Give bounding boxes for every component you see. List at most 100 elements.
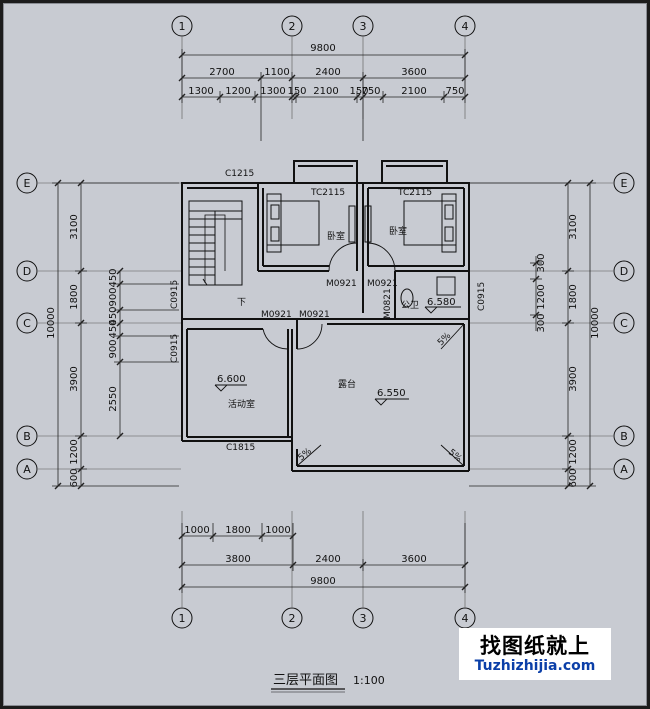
label-c0915-left-bottom: C0915: [170, 334, 180, 363]
dim-top-1300b: 1300: [260, 86, 285, 97]
dim-left-450c: 450: [108, 319, 119, 338]
title-name: 三层平面图: [273, 673, 338, 688]
label-slope-3: 5%: [436, 331, 453, 348]
axis-bottom-4: 4: [462, 612, 469, 625]
drawing-sheet: 1 2 3 4 1 2 3 4 E D C B A E D C B A 9800…: [3, 3, 647, 706]
dim-top-2400: 2400: [315, 67, 340, 78]
axis-right-D: D: [620, 265, 628, 278]
dim-left-900a: 900: [108, 287, 119, 306]
right-dimension-ticks: [532, 179, 594, 490]
dim-top-1100: 1100: [264, 67, 289, 78]
dim-left-450b: 450: [108, 306, 119, 325]
dim-right-300a: 300: [536, 253, 547, 272]
dim-right-300b: 300: [536, 313, 547, 332]
axis-top-4: 4: [462, 20, 469, 33]
label-elev-6600: 6.600: [217, 374, 246, 385]
drawing-title: 三层平面图 1:100: [271, 673, 385, 693]
dim-top-750a: 750: [361, 86, 380, 97]
label-slope-1: 5%: [297, 446, 315, 463]
staircase: [188, 200, 243, 286]
watermark-logo: 找图纸就上 Tuzhizhijia.com: [459, 628, 611, 680]
slope-marks: [296, 323, 465, 467]
dim-bottom-total: 9800: [310, 576, 335, 587]
dim-bottom-1800: 1800: [225, 525, 250, 536]
axis-left-B: B: [23, 430, 31, 443]
watermark-cn: 找图纸就上: [480, 634, 590, 658]
axis-left-E: E: [24, 177, 31, 190]
axis-right-C: C: [620, 317, 628, 330]
label-c0915-right: C0915: [477, 282, 487, 311]
door-swings: [262, 242, 396, 350]
watermark-en: Tuzhizhijia.com: [474, 658, 596, 674]
label-slope-2: 5%: [446, 448, 464, 465]
furniture: [266, 193, 457, 308]
dim-left-2550: 2550: [108, 386, 119, 411]
dim-left-total: 10000: [46, 307, 57, 339]
label-m0921-1: M0921: [326, 279, 357, 289]
dim-bottom-1000a: 1000: [184, 525, 209, 536]
dim-right-1200: 1200: [568, 439, 579, 464]
dim-bottom-3600: 3600: [401, 554, 426, 565]
axis-bottom-2: 2: [289, 612, 296, 625]
bottom-dimension-lines: [181, 523, 466, 593]
label-c1215: C1215: [225, 169, 254, 179]
dim-top-1300a: 1300: [188, 86, 213, 97]
dim-right-3900: 3900: [568, 366, 579, 391]
dim-top-150a: 150: [287, 86, 306, 97]
label-elev-6550: 6.550: [377, 388, 406, 399]
dim-right-total: 10000: [590, 307, 601, 339]
dim-right-1800: 1800: [568, 284, 579, 309]
dim-top-2100a: 2100: [313, 86, 338, 97]
dim-top-1200: 1200: [225, 86, 250, 97]
dim-left-1800: 1800: [69, 284, 80, 309]
label-c1815: C1815: [226, 443, 255, 453]
dim-left-3900: 3900: [69, 366, 80, 391]
axis-left-C: C: [23, 317, 31, 330]
label-tc2115-left: TC2115: [310, 188, 345, 198]
label-stair-down: 下: [237, 298, 246, 308]
label-bedroom-right: 卧室: [389, 225, 407, 237]
label-bath: 公卫: [401, 300, 419, 311]
dim-left-900b: 900: [108, 339, 119, 358]
dim-bottom-3800: 3800: [225, 554, 250, 565]
axis-bottom-3: 3: [360, 612, 367, 625]
walls: [181, 160, 470, 472]
dim-top-750b: 750: [445, 86, 464, 97]
axis-top-3: 3: [360, 20, 367, 33]
dim-left-3100: 3100: [69, 214, 80, 239]
axis-labels: 1 2 3 4 1 2 3 4 E D C B A E D C B A: [23, 20, 628, 625]
dim-bottom-1000b: 1000: [265, 525, 290, 536]
bottom-dimension-texts: 1000 1800 1000 3800 2400 3600 9800: [184, 525, 426, 587]
axis-right-A: A: [620, 463, 628, 476]
dim-bottom-2400: 2400: [315, 554, 340, 565]
left-dimension-texts: 10000 3100 1800 3900 1200 600 450 900 45…: [46, 214, 119, 487]
bottom-dimension-ticks: [178, 532, 469, 591]
label-tc2115-right: TC2115: [397, 188, 432, 198]
label-m0921-2: M0921: [367, 279, 398, 289]
label-m0821: M0821: [383, 288, 393, 319]
axis-bubbles: [16, 15, 635, 629]
floor-plan: 1 2 3 4 1 2 3 4 E D C B A E D C B A 9800…: [16, 15, 635, 693]
top-dimension-texts: 9800 2700 1100 2400 3600 1300 1200 1300 …: [188, 43, 464, 97]
title-scale: 1:100: [353, 674, 385, 687]
dim-right-600: 600: [568, 468, 579, 487]
label-activity-room: 活动室: [228, 398, 255, 410]
label-m0921-3: M0921: [261, 310, 292, 320]
top-dimension-lines: [181, 49, 466, 141]
top-dimension-ticks: [178, 51, 469, 101]
axis-left-A: A: [23, 463, 31, 476]
dim-top-total: 9800: [310, 43, 335, 54]
dim-left-1200: 1200: [69, 439, 80, 464]
axis-left-D: D: [23, 265, 31, 278]
label-elev-6580: 6.580: [427, 297, 456, 308]
elevation-markers: [214, 306, 461, 406]
axis-grid: [38, 37, 613, 607]
dim-top-2700: 2700: [209, 67, 234, 78]
axis-right-B: B: [620, 430, 628, 443]
left-dimension-ticks: [54, 179, 124, 490]
axis-top-2: 2: [289, 20, 296, 33]
label-c0915-left-top: C0915: [170, 280, 180, 309]
label-m0921-4: M0921: [299, 310, 330, 320]
dim-top-2100b: 2100: [401, 86, 426, 97]
label-bedroom-left: 卧室: [327, 230, 345, 242]
